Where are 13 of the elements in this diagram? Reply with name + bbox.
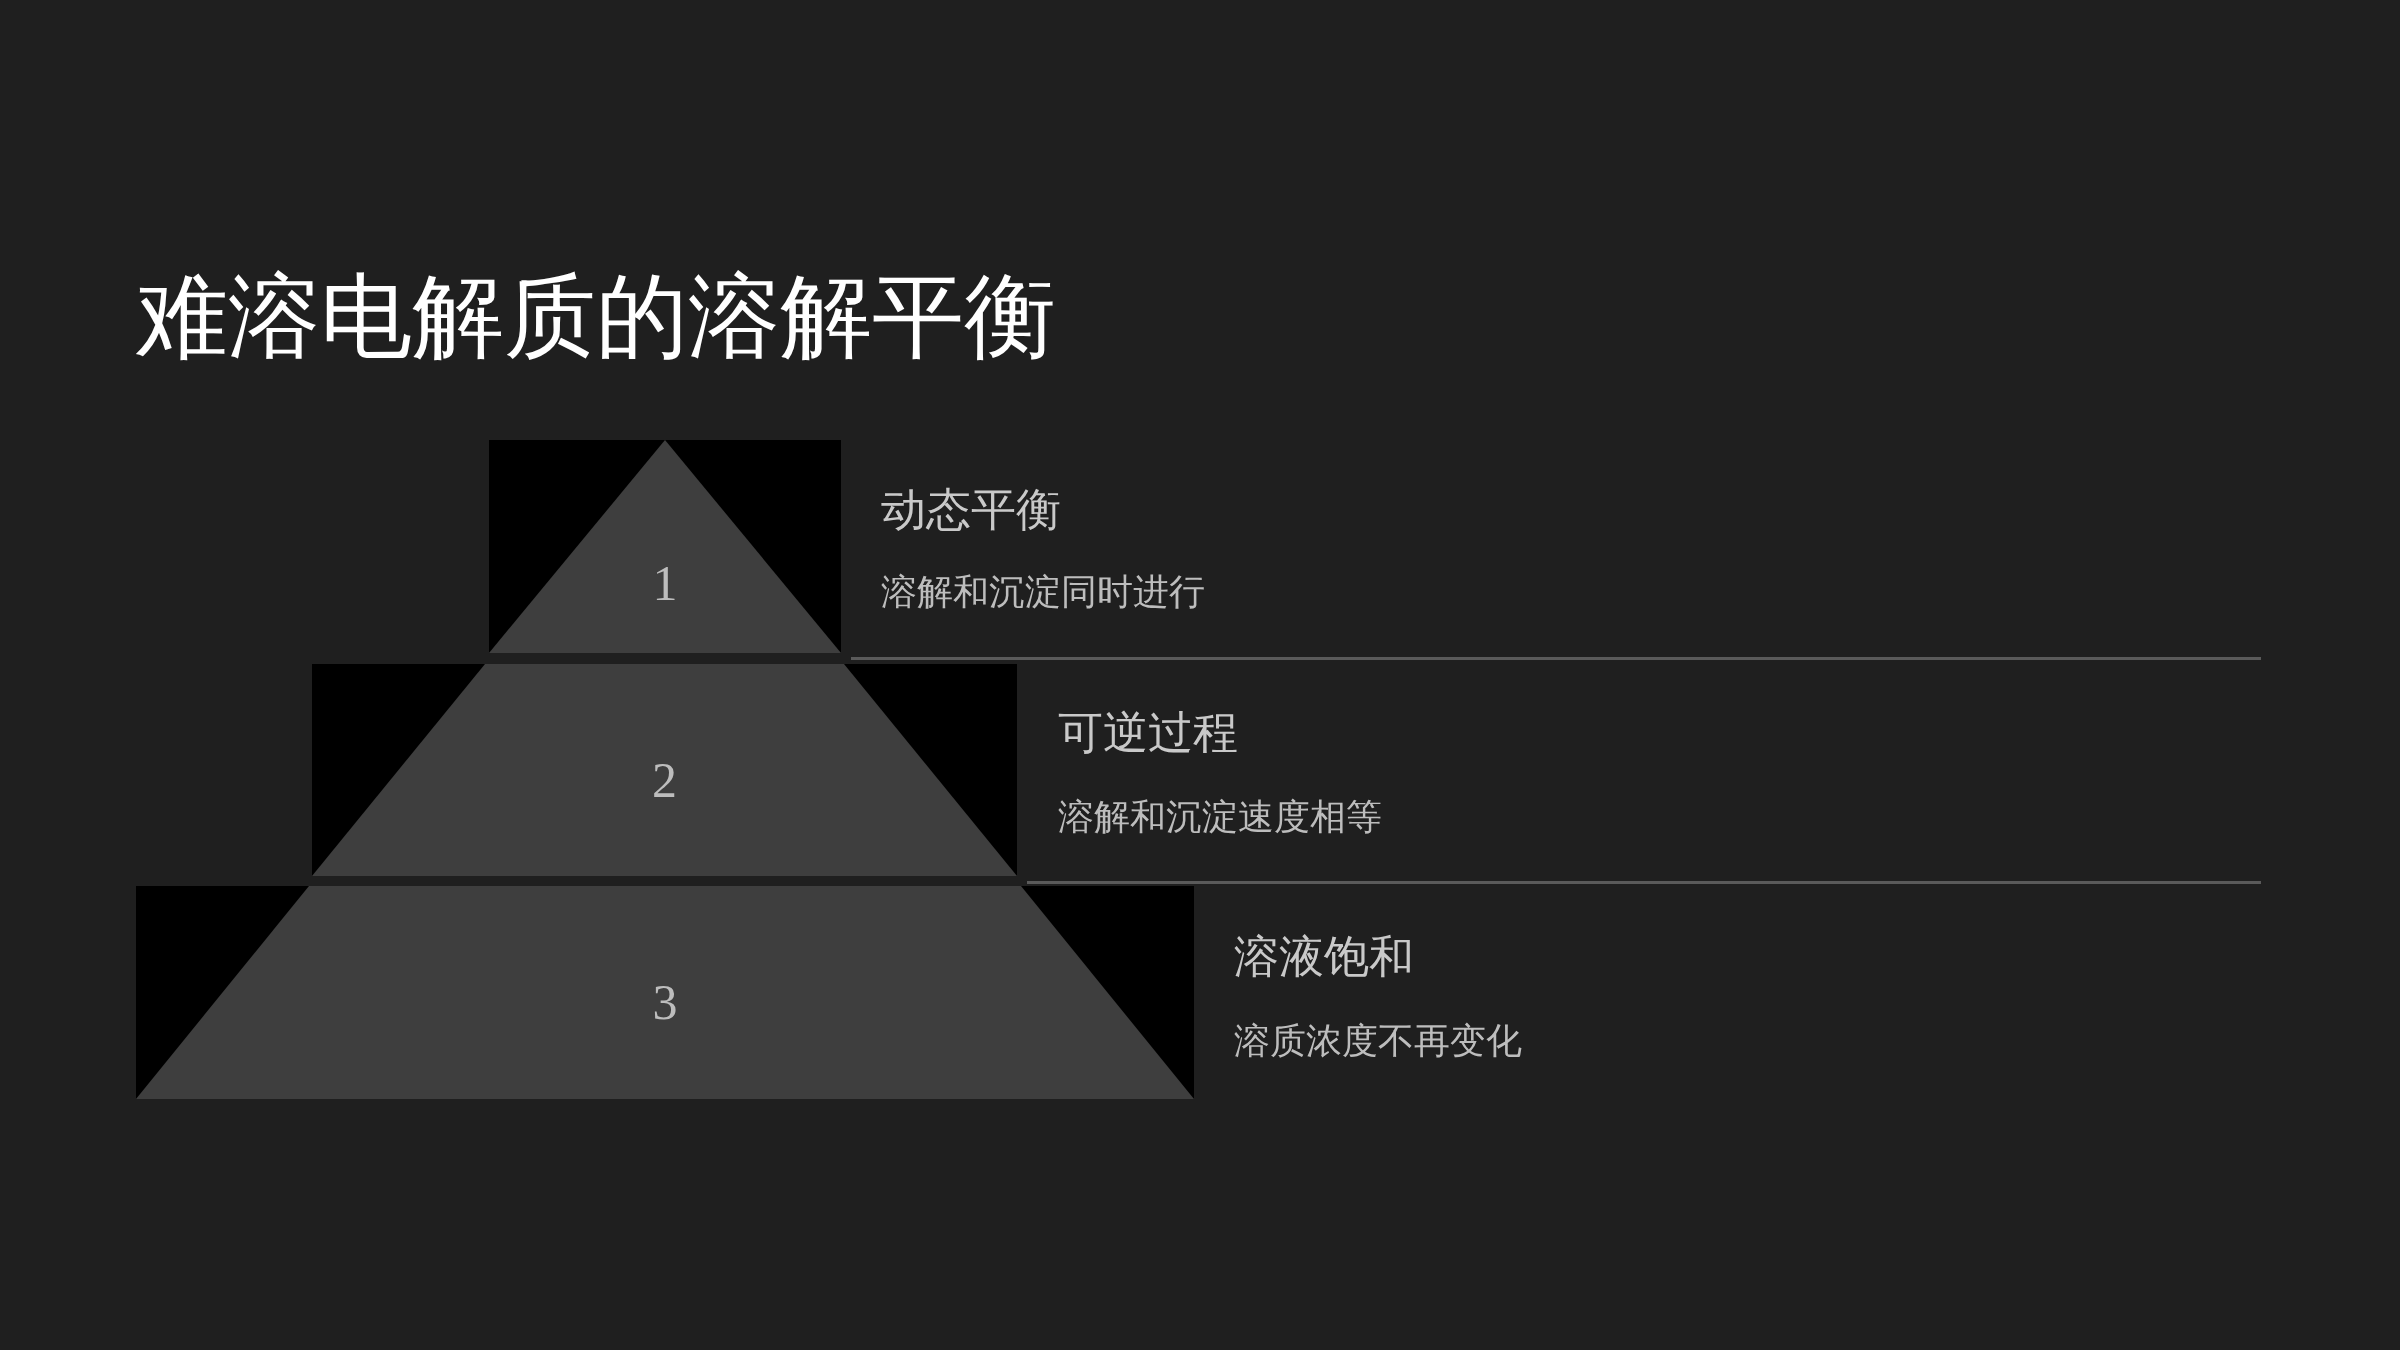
tier-heading: 动态平衡: [881, 487, 1061, 533]
tier-description: 溶解和沉淀同时进行: [881, 574, 1205, 610]
tier-heading: 可逆过程: [1058, 710, 1238, 756]
tier-description: 溶质浓度不再变化: [1234, 1023, 1522, 1059]
pyramid-tier: [312, 664, 1017, 876]
tier-number: 2: [651, 755, 678, 805]
tier-number: 3: [651, 977, 679, 1027]
pyramid-tier: [489, 440, 841, 653]
tier-description: 溶解和沉淀速度相等: [1058, 799, 1382, 835]
pyramid-tier: [136, 886, 1194, 1099]
tier-heading: 溶液饱和: [1234, 934, 1414, 980]
slide-title: 难溶电解质的溶解平衡: [136, 271, 1056, 363]
tier-number: 1: [651, 558, 679, 608]
